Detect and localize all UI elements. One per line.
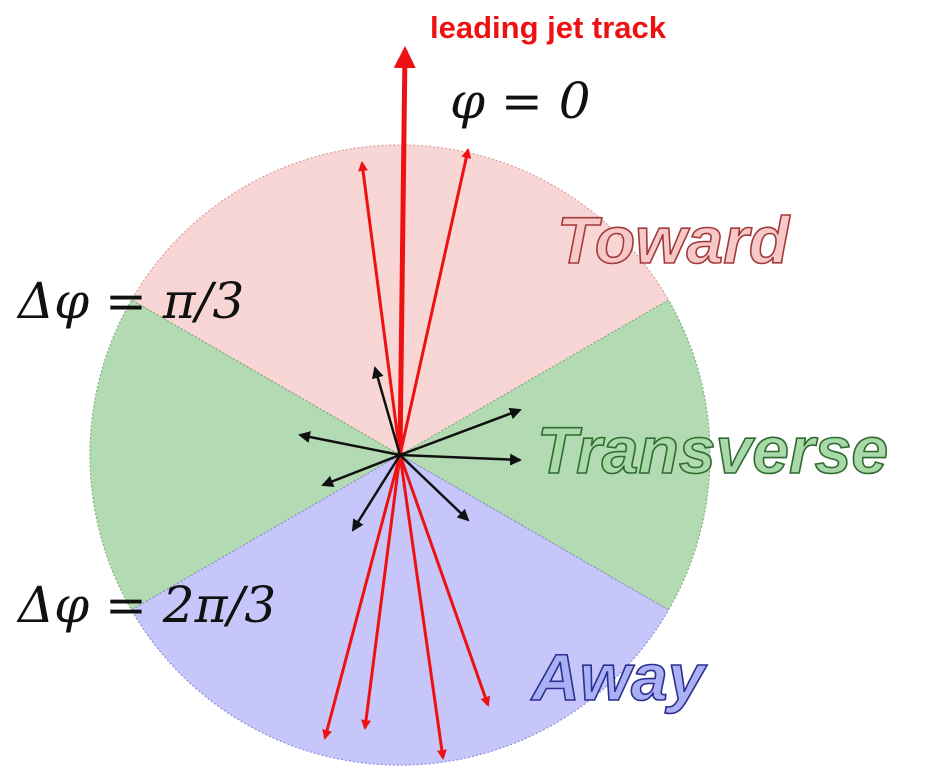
away-label: Away [530, 640, 708, 714]
toward-label: Toward [557, 203, 791, 277]
black-track-arrow-icon [399, 453, 522, 466]
black-track-arrow-icon [351, 454, 402, 532]
black-track-arrow-icon [321, 453, 401, 487]
away-region [130, 454, 670, 766]
red-track-arrow-icon [398, 454, 447, 760]
black-track-arrow-icon [371, 366, 402, 456]
red-track-arrow-icon [398, 454, 491, 707]
transverse-region-left [89, 299, 402, 611]
delta-phi-2pi3-label: Δφ = 2π/3 [16, 576, 276, 634]
red-track-arrow-icon [358, 161, 402, 456]
transverse-region-right [398, 299, 711, 611]
red-track-arrow-icon [322, 454, 402, 740]
leading-track-arrow-icon [393, 46, 416, 456]
phi-zero-label: φ = 0 [450, 72, 591, 130]
black-track-arrow-icon [399, 407, 522, 457]
red-track-arrow-icon [398, 148, 472, 456]
black-track-arrow-icon [298, 431, 401, 457]
transverse-label: Transverse [537, 413, 888, 487]
delta-phi-pi3-label: Δφ = π/3 [16, 272, 244, 330]
leading-track-label: leading jet track [430, 10, 667, 45]
red-track-arrow-icon [361, 454, 402, 730]
black-track-arrow-icon [399, 454, 470, 522]
